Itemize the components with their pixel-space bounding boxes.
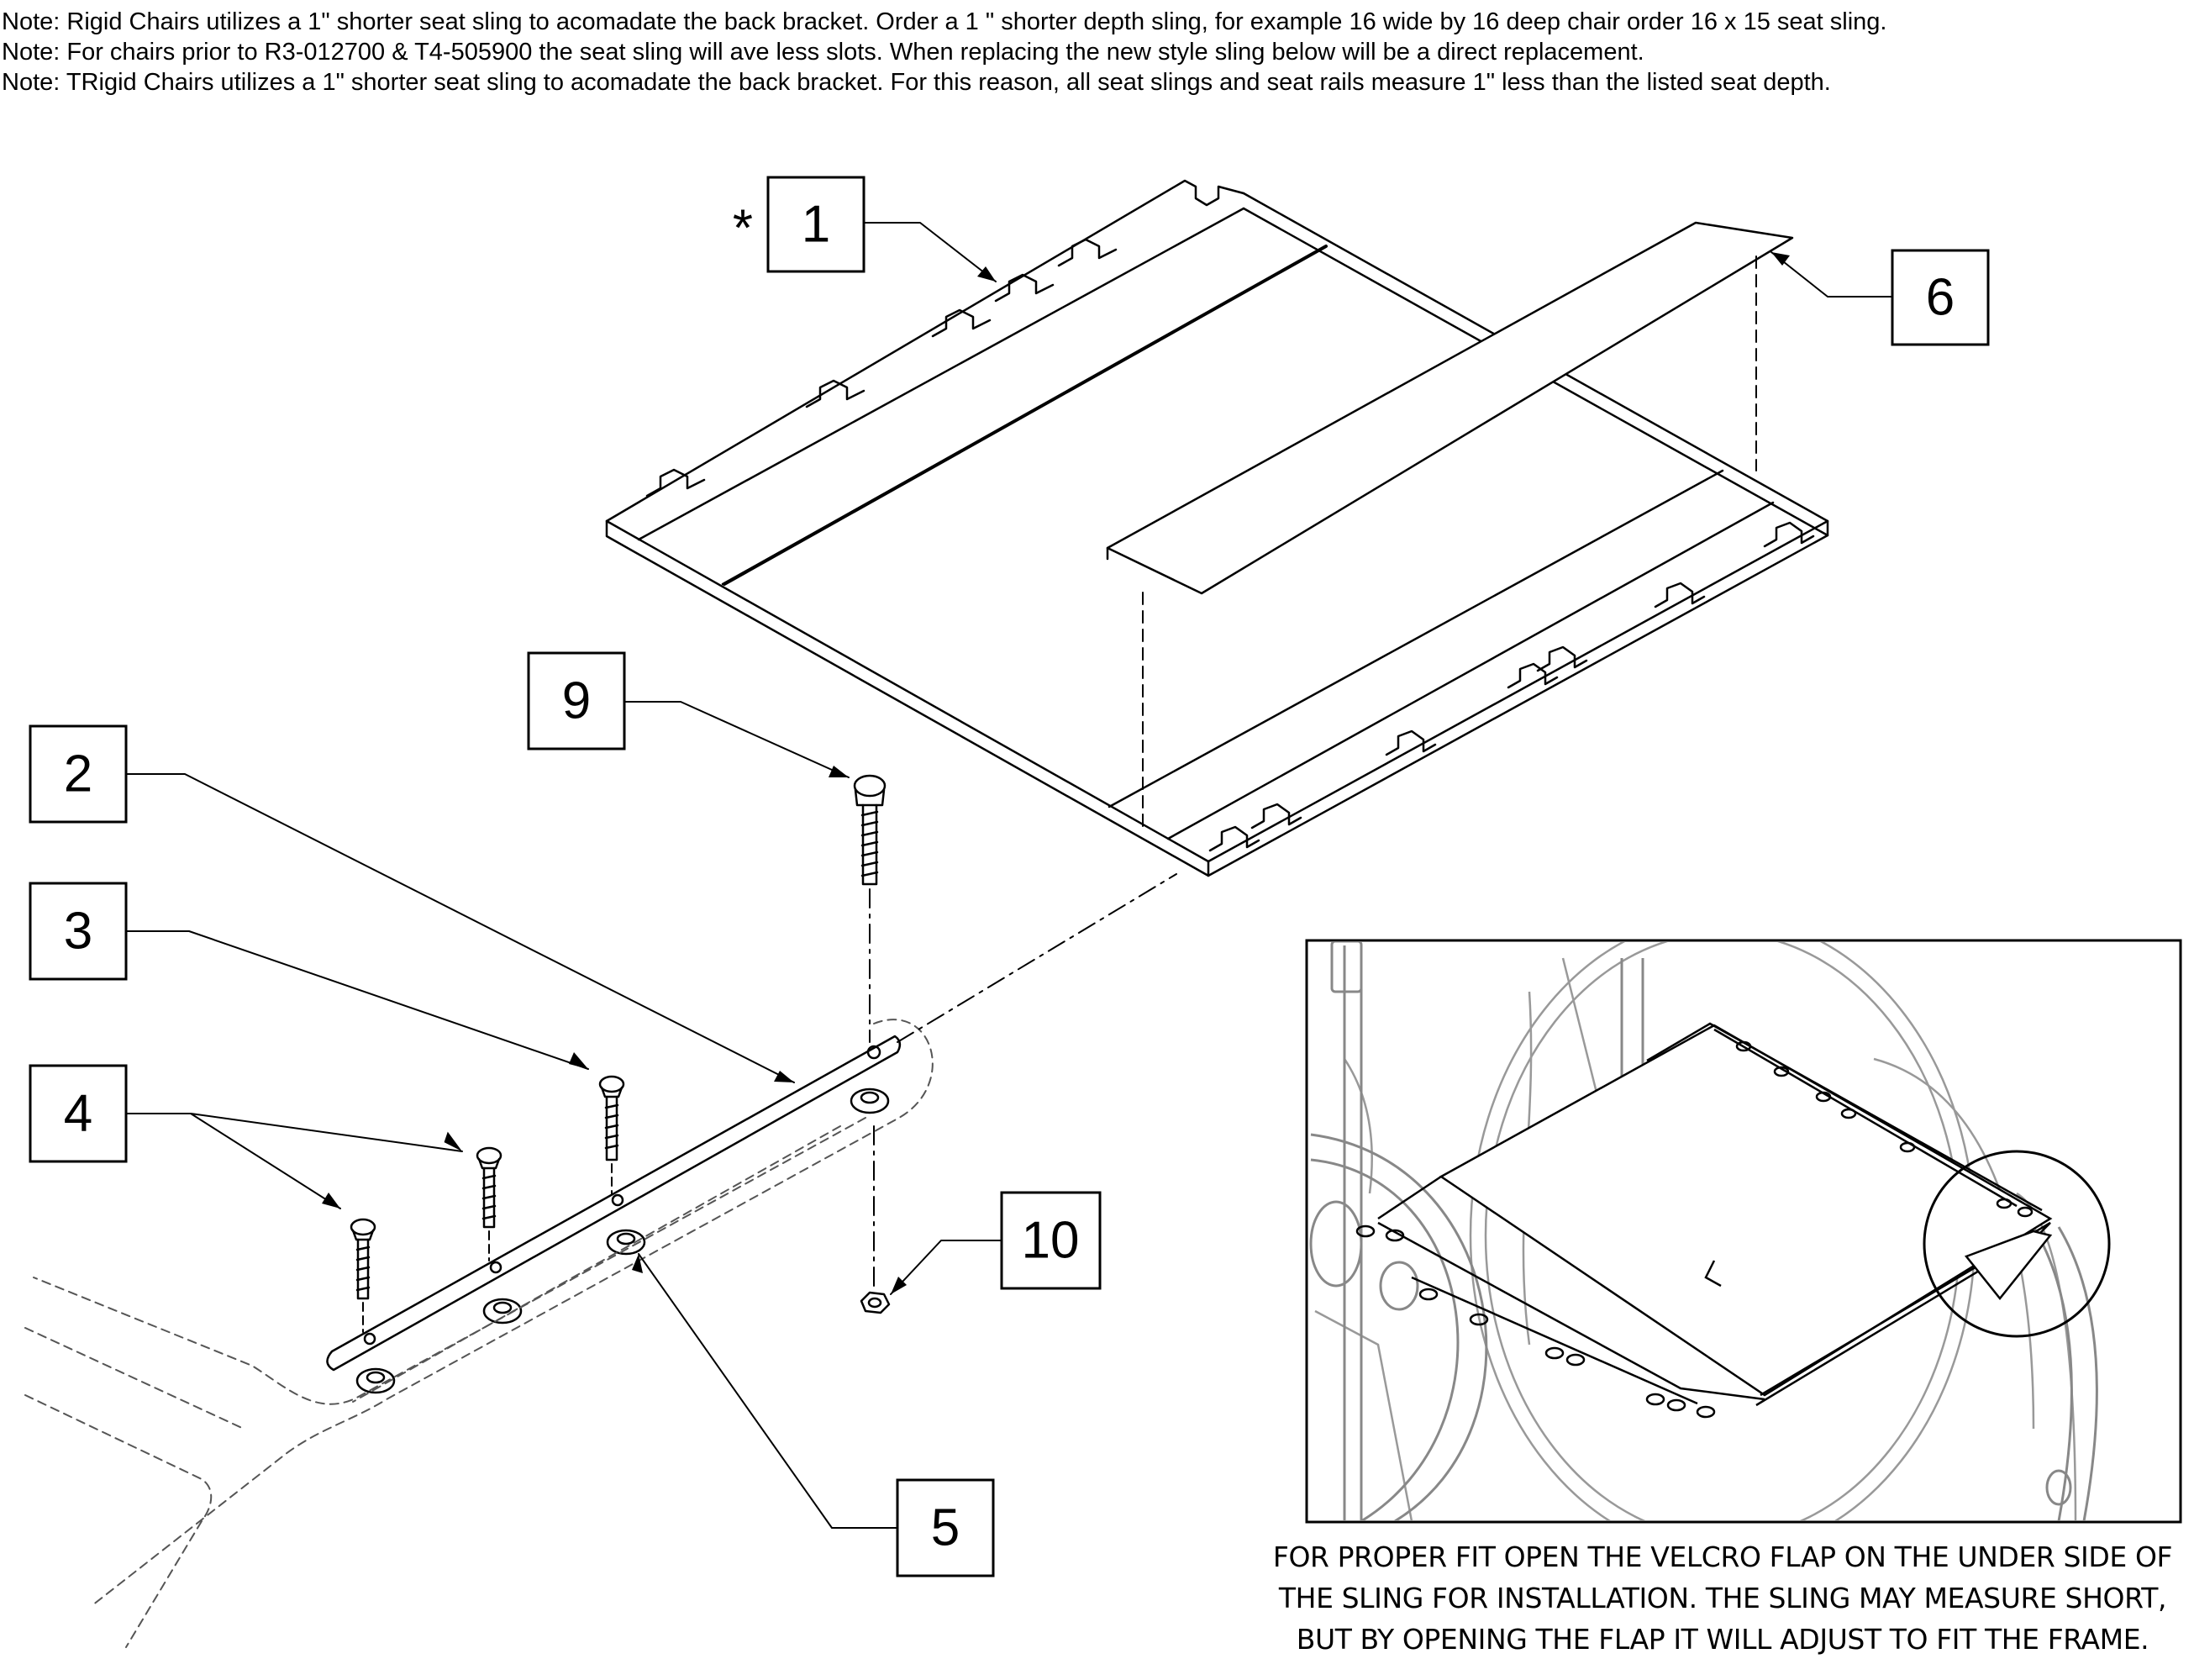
notes-block: Note: Rigid Chairs utilizes a 1" shorter… <box>2 7 2186 97</box>
callout-3: 3 <box>29 882 128 981</box>
screws <box>350 774 887 1333</box>
spacers <box>355 1088 890 1394</box>
detail-circle <box>1923 1150 2111 1338</box>
svg-text:6: 6 <box>1926 269 1955 327</box>
note-line-3: Note: TRigid Chairs utilizes a 1" shorte… <box>2 69 1831 96</box>
caption-line-2: THE SLING FOR INSTALLATION. THE SLING MA… <box>1278 1582 2167 1614</box>
callout-1: 1 * <box>733 176 865 273</box>
note-line-2: Note: For chairs prior to R3-012700 & T4… <box>2 39 1644 66</box>
svg-text:2: 2 <box>64 745 92 803</box>
svg-text:4: 4 <box>64 1085 92 1143</box>
svg-text:10: 10 <box>1022 1212 1080 1270</box>
nut <box>860 1125 891 1314</box>
arrowheads <box>322 252 1790 1294</box>
chair-frame-dashed <box>24 1019 934 1648</box>
svg-text:9: 9 <box>562 672 591 730</box>
callout-2: 2 <box>29 724 128 824</box>
svg-text:3: 3 <box>64 903 92 961</box>
callout-5: 5 <box>896 1478 995 1577</box>
svg-text:5: 5 <box>931 1499 960 1557</box>
callout-9: 9 <box>527 651 626 750</box>
alignment-line <box>897 873 1177 1043</box>
caption-line-1: FOR PROPER FIT OPEN THE VELCRO FLAP ON T… <box>1272 1540 2173 1573</box>
callout-6: 6 <box>1891 249 1990 346</box>
leader-lines <box>125 222 1893 1529</box>
seat-rail <box>326 1035 902 1372</box>
callout-4: 4 <box>29 1064 128 1163</box>
inset-caption: FOR PROPER FIT OPEN THE VELCRO FLAP ON T… <box>1244 1536 2194 1660</box>
svg-text:1: 1 <box>802 196 830 254</box>
inset-installation-view <box>1305 939 2182 1524</box>
asterisk-marker: * <box>733 200 753 258</box>
note-line-1: Note: Rigid Chairs utilizes a 1" shorter… <box>2 8 1887 35</box>
velcro-strip <box>1106 221 1794 829</box>
caption-line-3: BUT BY OPENING THE FLAP IT WILL ADJUST T… <box>1296 1623 2149 1656</box>
callout-10: 10 <box>1000 1191 1102 1290</box>
